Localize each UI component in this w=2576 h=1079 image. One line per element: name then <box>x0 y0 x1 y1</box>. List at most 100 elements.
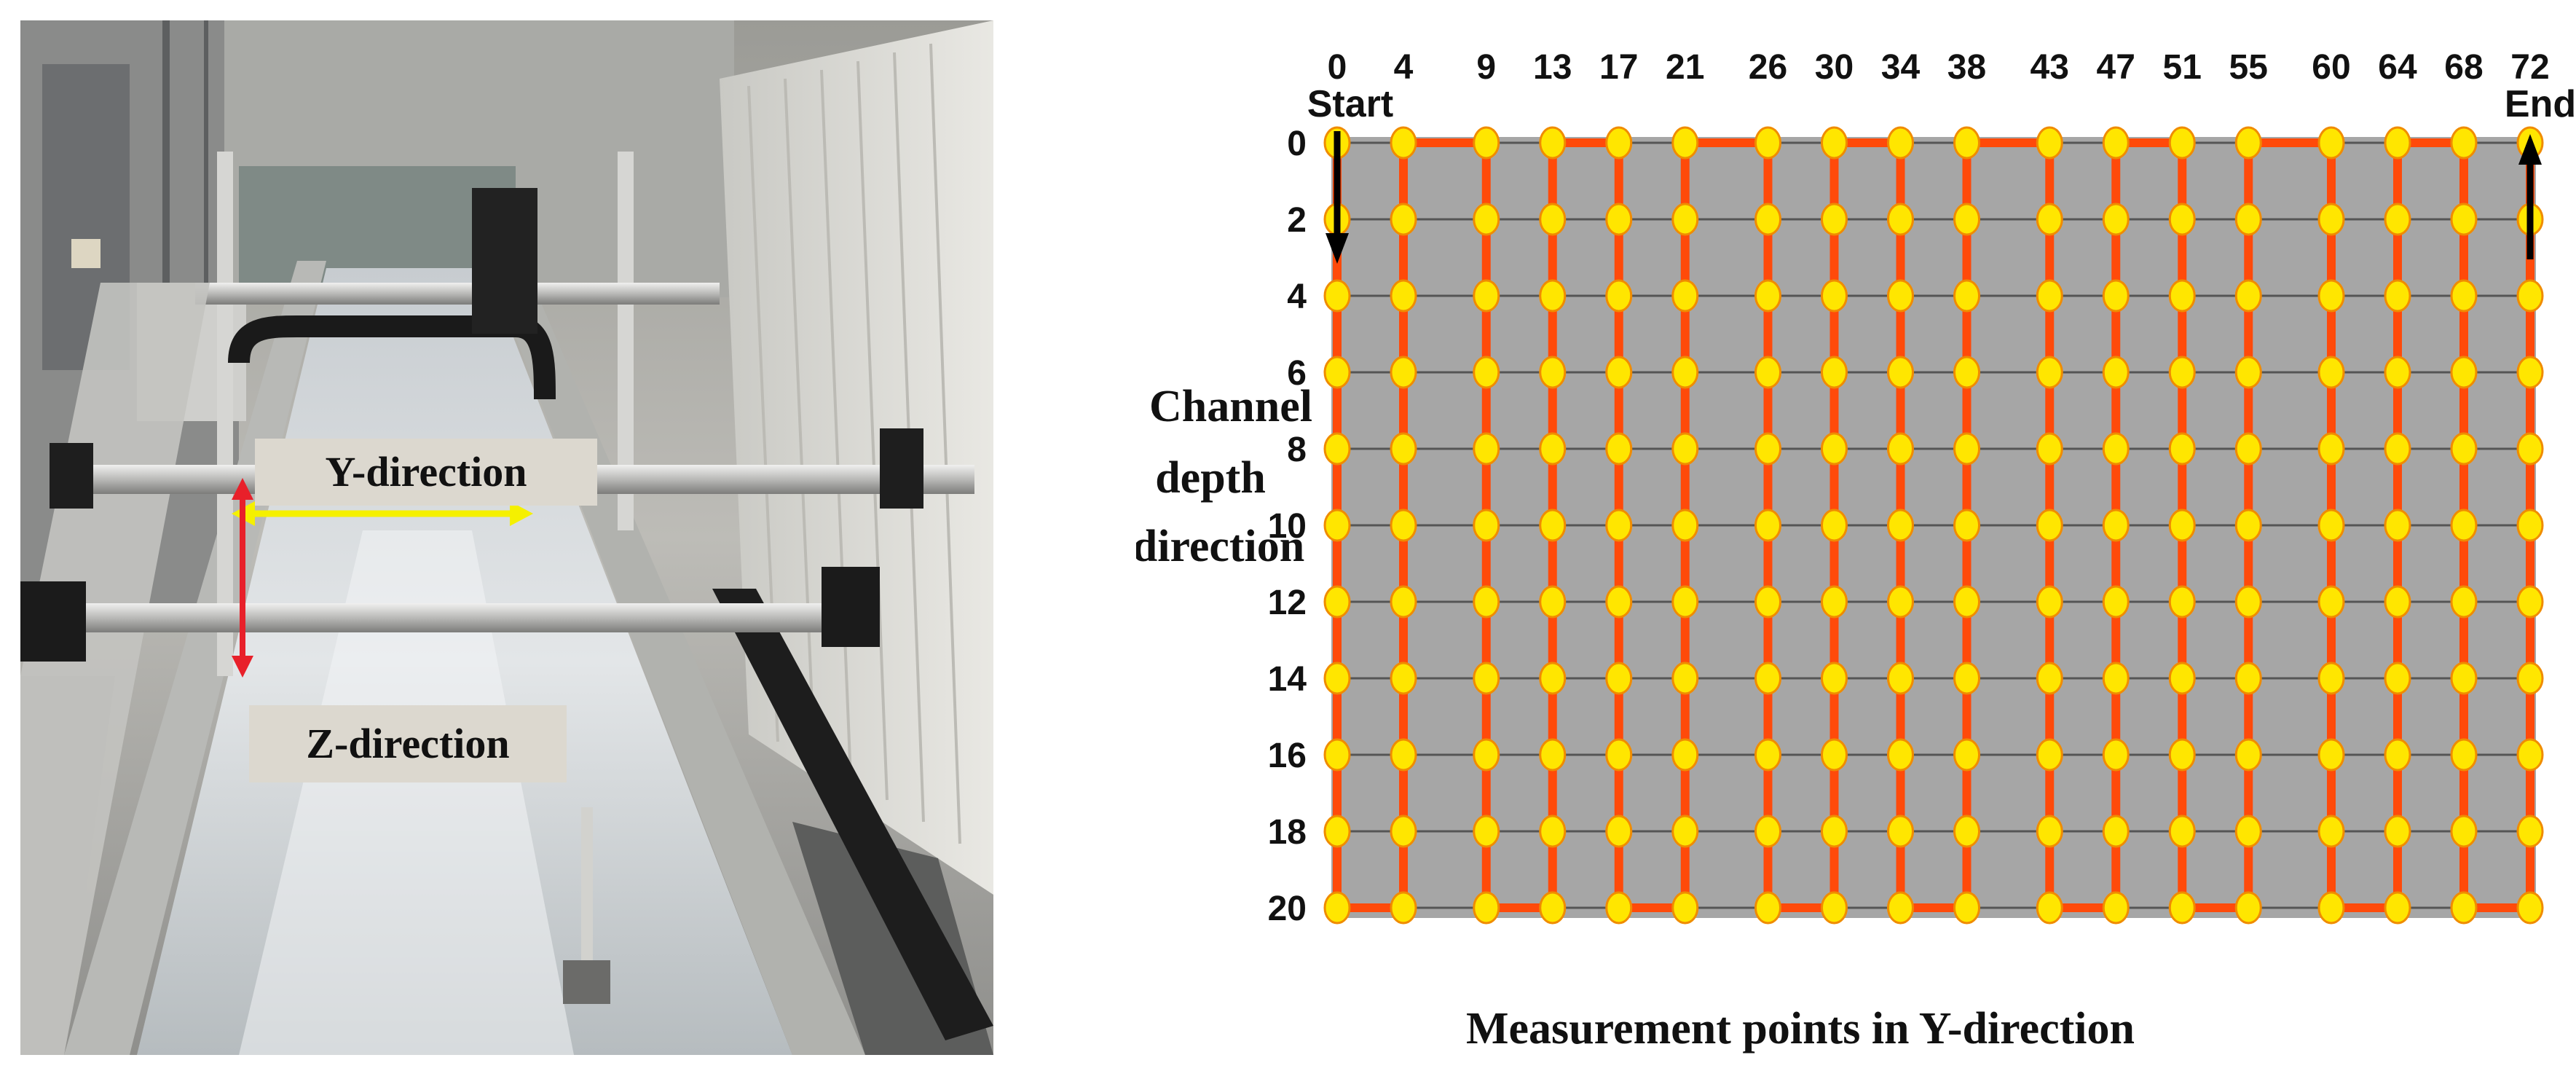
x-axis-title: Measurement points in Y-direction <box>1466 1004 2135 1054</box>
measurement-point <box>2384 203 2411 236</box>
measurement-point <box>1671 203 1699 236</box>
measurement-point <box>2168 662 2196 695</box>
measurement-point <box>2450 738 2478 772</box>
measurement-point <box>2102 891 2130 925</box>
measurement-point <box>1473 585 1500 619</box>
measurement-point <box>2384 509 2411 542</box>
end-label: End <box>2505 83 2576 125</box>
grid-background <box>1331 137 2536 918</box>
measurement-point <box>1539 203 1567 236</box>
measurement-point <box>2516 509 2544 542</box>
measurement-point <box>1887 203 1914 236</box>
measurement-point <box>2450 279 2478 313</box>
measurement-point <box>2168 279 2196 313</box>
measurement-point <box>2102 509 2130 542</box>
measurement-point <box>1953 432 1980 466</box>
measurement-point <box>2102 203 2130 236</box>
x-tick-label: 60 <box>2312 48 2350 87</box>
measurement-point <box>2234 279 2262 313</box>
measurement-point <box>1323 815 1351 848</box>
measurement-point <box>1821 662 1848 695</box>
measurement-point <box>1473 203 1500 236</box>
measurement-point <box>2384 432 2411 466</box>
measurement-point <box>1605 356 1633 389</box>
measurement-point <box>1953 891 1980 925</box>
measurement-point <box>1821 279 1848 313</box>
measurement-point <box>2102 585 2130 619</box>
measurement-point <box>2450 585 2478 619</box>
measurement-point <box>2450 891 2478 925</box>
measurement-point <box>2102 432 2130 466</box>
measurement-point <box>1390 585 1417 619</box>
measurement-point <box>1754 815 1781 848</box>
measurement-point <box>2384 662 2411 695</box>
measurement-point <box>1390 432 1417 466</box>
measurement-point <box>1953 662 1980 695</box>
y-axis-title-line: Channel <box>1149 382 1312 431</box>
measurement-point <box>2317 279 2345 313</box>
measurement-point <box>2036 815 2063 848</box>
measurement-point <box>2036 585 2063 619</box>
measurement-point <box>1605 815 1633 848</box>
measurement-point <box>1754 738 1781 772</box>
measurement-point <box>1539 891 1567 925</box>
measurement-point <box>2234 356 2262 389</box>
measurement-point <box>1473 432 1500 466</box>
measurement-point <box>1539 432 1567 466</box>
measurement-point <box>2450 662 2478 695</box>
measurement-point <box>2384 738 2411 772</box>
measurement-point <box>1754 585 1781 619</box>
measurement-point <box>2516 279 2544 313</box>
measurement-point <box>2102 815 2130 848</box>
measurement-point <box>2384 815 2411 848</box>
measurement-point <box>2168 126 2196 160</box>
measurement-point <box>1473 815 1500 848</box>
measurement-point <box>2036 509 2063 542</box>
measurement-point <box>1605 126 1633 160</box>
measurement-point <box>1539 279 1567 313</box>
measurement-point <box>2036 662 2063 695</box>
measurement-point <box>1473 738 1500 772</box>
measurement-grid-diagram: ChanneldepthZ-direction 0491317212630343… <box>1136 0 2576 1079</box>
measurement-point <box>1323 356 1351 389</box>
end-arrow-head <box>2518 134 2542 165</box>
measurement-point <box>2317 509 2345 542</box>
measurement-point <box>1754 203 1781 236</box>
measurement-point <box>2102 662 2130 695</box>
measurement-point <box>2102 126 2130 160</box>
y-tick-label: 14 <box>1268 660 1307 699</box>
y-axis-title: ChanneldepthZ-direction <box>1136 382 1312 571</box>
measurement-point <box>1887 891 1914 925</box>
measurement-point <box>2516 738 2544 772</box>
measurement-point <box>1390 662 1417 695</box>
measurement-point <box>1605 432 1633 466</box>
measurement-point <box>2234 126 2262 160</box>
measurement-point <box>2234 891 2262 925</box>
measurement-point <box>1887 126 1914 160</box>
measurement-point <box>1754 509 1781 542</box>
measurement-point <box>1390 738 1417 772</box>
x-tick-label: 17 <box>1599 48 1638 87</box>
measurement-point <box>1821 356 1848 389</box>
measurement-point <box>2168 585 2196 619</box>
measurement-point <box>1539 662 1567 695</box>
measurement-point <box>1671 585 1699 619</box>
measurement-point <box>2102 279 2130 313</box>
measurement-point <box>2234 815 2262 848</box>
measurement-point <box>1390 509 1417 542</box>
x-tick-label: 13 <box>1533 48 1572 87</box>
measurement-point <box>1754 662 1781 695</box>
measurement-point <box>1671 126 1699 160</box>
x-tick-label: 26 <box>1749 48 1787 87</box>
measurement-point <box>2450 126 2478 160</box>
x-tick-label: 68 <box>2444 48 2483 87</box>
y-tick-label: 12 <box>1268 584 1307 622</box>
measurement-point <box>2450 815 2478 848</box>
measurement-point <box>1953 356 1980 389</box>
measurement-point <box>1821 126 1848 160</box>
measurement-point <box>2516 585 2544 619</box>
measurement-point <box>1887 815 1914 848</box>
measurement-point <box>2317 126 2345 160</box>
z-direction-label: Z-direction <box>249 705 567 782</box>
y-tick-label: 20 <box>1268 890 1307 928</box>
